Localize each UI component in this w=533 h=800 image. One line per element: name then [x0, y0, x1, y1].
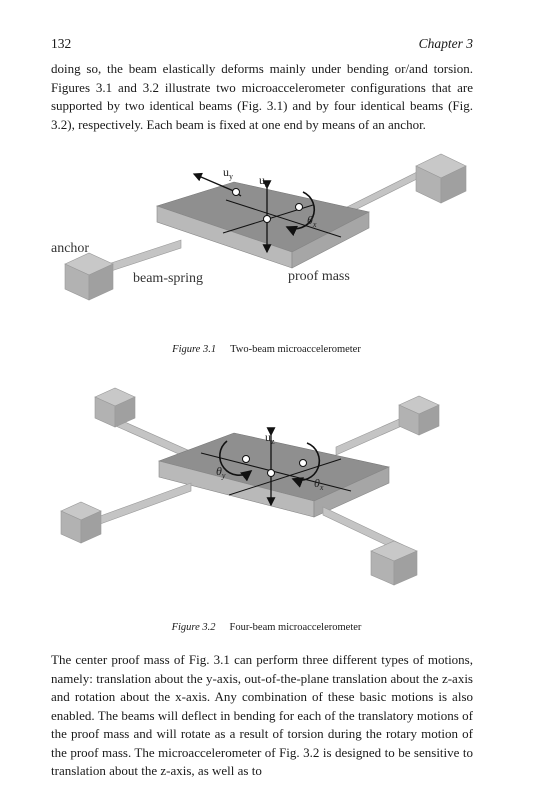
figure-four-beam-drawing: uz θy θx — [60, 387, 440, 586]
anchor-left — [64, 252, 114, 301]
chapter-title: Chapter 3 — [418, 36, 473, 51]
label-uy: uy — [223, 165, 233, 181]
page-header: 132 Chapter 3 — [51, 36, 473, 54]
label-theta-x: θx — [307, 213, 317, 229]
figure-two-beam-drawing: uy uz θx anchor beam-spring proof mass — [51, 153, 467, 301]
page-number: 132 — [51, 36, 72, 51]
rotation-x-arrow — [291, 442, 321, 488]
paragraph-motions: The center proof mass of Fig. 3.1 can pe… — [51, 652, 473, 778]
proof-mass — [156, 181, 370, 269]
caption-text: Four-beam microaccelerometer — [229, 622, 362, 633]
motion-axes — [192, 172, 342, 254]
caption-label: Figure 3.1 — [172, 344, 217, 355]
label-theta-x: θx — [314, 476, 324, 492]
label-proof-mass: proof mass — [288, 269, 350, 284]
caption-text: Two-beam microaccelerometer — [230, 344, 361, 355]
paragraph-intro: doing so, the beam elastically deforms m… — [51, 61, 473, 132]
caption-figure-3-1: Figure 3.1 Two-beam microaccelerometer — [0, 344, 533, 355]
anchor-top-left — [94, 387, 136, 428]
rotation-x-arrow — [285, 191, 316, 237]
label-anchor: anchor — [51, 241, 89, 256]
motion-axes — [200, 427, 352, 507]
anchor-bottom-right — [370, 540, 418, 586]
label-theta-y: θy — [216, 464, 226, 480]
anchor-bottom-left — [60, 501, 102, 544]
label-beam-spring: beam-spring — [133, 271, 203, 286]
rotation-y-arrow — [218, 440, 253, 482]
label-uz: uz — [265, 430, 275, 446]
figure-four-beam: uz θy θx — [51, 383, 481, 605]
anchor-top-right — [398, 395, 440, 436]
caption-label: Figure 3.2 — [171, 622, 216, 633]
label-uz: uz — [259, 173, 269, 189]
caption-figure-3-2: Figure 3.2 Four-beam microaccelerometer — [0, 622, 533, 633]
figure-two-beam: uy uz θx anchor beam-spring proof mass — [51, 140, 481, 340]
anchor-right — [415, 153, 467, 204]
